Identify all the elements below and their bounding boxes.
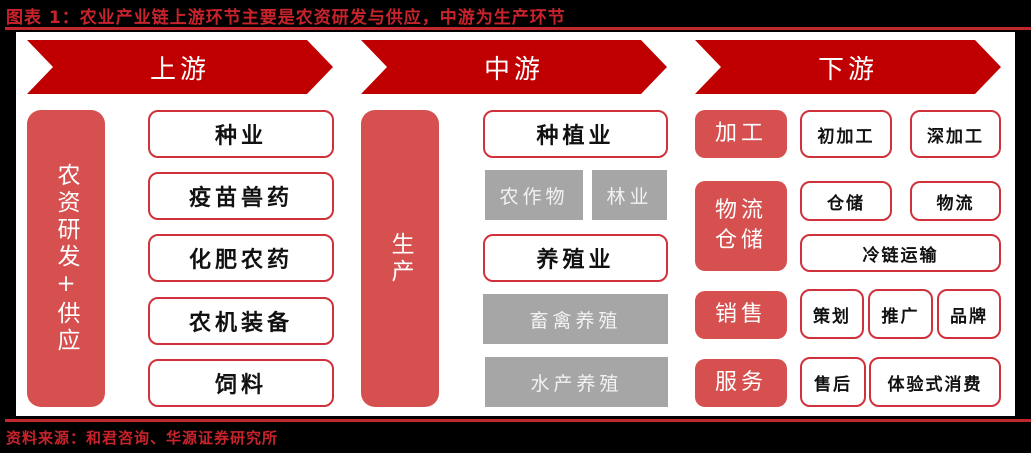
promotion-box: 推广 — [868, 289, 933, 339]
upstream-item-fertilizer: 化肥农药 — [148, 234, 334, 282]
forestry-box: 林业 — [592, 170, 667, 220]
upstream-header: 上游 — [27, 40, 333, 94]
cold-chain-box: 冷链运输 — [800, 234, 1001, 272]
logistics-label-line2: 仓储 — [714, 228, 767, 253]
livestock-box: 畜禽养殖 — [483, 294, 668, 344]
planning-box: 策划 — [800, 289, 864, 339]
diagram-panel — [16, 32, 1015, 416]
breeding-box: 养殖业 — [483, 234, 668, 282]
upstream-category: 农资研发+供应 — [27, 110, 105, 407]
planting-box: 种植业 — [483, 110, 668, 158]
logistics-box: 物流 — [910, 181, 1001, 221]
after-sales-box: 售后 — [800, 357, 866, 407]
processing-label: 加工 — [695, 110, 787, 158]
logistics-label-line1: 物流 — [714, 198, 767, 224]
midstream-header: 中游 — [361, 40, 667, 94]
upstream-item-feed: 饲料 — [148, 359, 334, 407]
figure-source: 资料来源：和君咨询、华源证券研究所 — [6, 429, 279, 447]
downstream-header: 下游 — [695, 40, 1001, 94]
title-rule — [5, 27, 1031, 30]
service-label: 服务 — [695, 359, 787, 407]
midstream-category: 生产 — [361, 110, 439, 407]
brand-box: 品牌 — [937, 289, 1001, 339]
source-rule — [5, 419, 1031, 422]
warehousing-box: 仓储 — [800, 181, 892, 221]
logistics-label: 物流 仓储 — [695, 181, 787, 271]
upstream-item-machinery: 农机装备 — [148, 297, 334, 345]
deep-processing-box: 深加工 — [910, 110, 1001, 158]
upstream-item-vaccine: 疫苗兽药 — [148, 172, 334, 220]
figure-title: 图表 1：农业产业链上游环节主要是农资研发与供应，中游为生产环节 — [6, 8, 566, 28]
primary-processing-box: 初加工 — [800, 110, 892, 158]
experiential-consumption-box: 体验式消费 — [869, 357, 1001, 407]
upstream-item-seed: 种业 — [148, 110, 334, 158]
aquaculture-box: 水产养殖 — [485, 357, 668, 407]
sales-label: 销售 — [695, 291, 787, 339]
crops-box: 农作物 — [485, 170, 583, 220]
